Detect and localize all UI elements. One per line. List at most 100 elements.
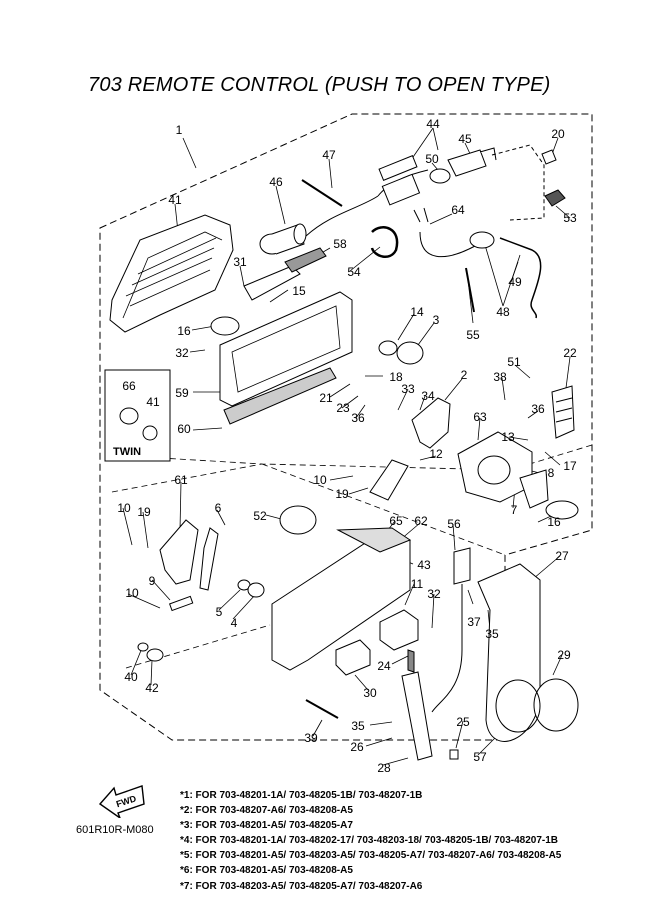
callout-61: 61 — [174, 473, 188, 487]
callout-31: 31 — [233, 255, 247, 269]
callout-50: 50 — [425, 152, 439, 166]
callout-41: 41 — [146, 395, 160, 409]
part-29-cap — [533, 678, 579, 732]
callout-30: 30 — [363, 686, 377, 700]
callout-34: 34 — [421, 389, 435, 403]
callout-13: 13 — [501, 430, 515, 444]
part-66-washer — [119, 407, 139, 425]
part-3-washer — [396, 341, 424, 365]
note-4: *4: FOR 703-48201-1A/ 703-48202-17/ 703-… — [180, 835, 559, 847]
part-16-grommet-a — [210, 316, 240, 336]
callout-48: 48 — [496, 305, 510, 319]
part-2-lever — [411, 397, 451, 449]
callout-46: 46 — [269, 175, 283, 189]
part-16-grommet-b — [545, 500, 579, 520]
part-14-washer — [378, 340, 398, 356]
model-notes: *1: FOR 703-48201-1A/ 703-48205-1B/ 703-… — [180, 788, 561, 894]
callout-10: 10 — [125, 586, 139, 600]
part-43-lid — [336, 527, 412, 553]
part-55-screw — [465, 267, 475, 313]
callout-7: 7 — [511, 503, 518, 517]
callout-32: 32 — [175, 346, 189, 360]
callout-60: 60 — [177, 422, 191, 436]
callout-3: 3 — [433, 313, 440, 327]
callout-6: 6 — [215, 501, 222, 515]
callout-21: 21 — [319, 391, 333, 405]
part-57-disc — [495, 679, 541, 733]
assembly-boundary — [99, 113, 593, 741]
part-59-base-plate — [219, 291, 353, 407]
callout-51: 51 — [507, 355, 521, 369]
callout-23: 23 — [336, 401, 350, 415]
callout-5: 5 — [216, 605, 223, 619]
callout-59: 59 — [175, 386, 189, 400]
part-64-switch — [469, 231, 495, 249]
part-42-washer — [146, 648, 164, 662]
part-53-cap — [544, 189, 566, 207]
callout-4: 4 — [231, 616, 238, 630]
note-5: *5: FOR 703-48201-A5/ 703-48203-A5/ 703-… — [180, 850, 562, 862]
callout-10: 10 — [313, 473, 327, 487]
part-64-wire — [419, 231, 476, 258]
parts — [109, 144, 579, 761]
part-6-bracket — [199, 527, 219, 591]
callout-43: 43 — [417, 558, 431, 572]
part-28-arm — [401, 671, 433, 761]
part-58-plate — [284, 247, 327, 273]
twin-label: TWIN — [113, 446, 141, 458]
callout-32: 32 — [427, 587, 441, 601]
part-41-cover — [109, 214, 234, 333]
callout-26: 26 — [350, 740, 364, 754]
callout-16: 16 — [547, 515, 561, 529]
part-25-cap — [449, 749, 459, 760]
part-63-housing — [457, 431, 533, 503]
callout-15: 15 — [292, 284, 306, 298]
callout-18: 18 — [389, 370, 403, 384]
part-47-rod — [301, 179, 343, 207]
callout-14: 14 — [410, 305, 424, 319]
callout-2: 2 — [461, 368, 468, 382]
callout-54: 54 — [347, 265, 361, 279]
callout-52: 52 — [253, 509, 267, 523]
callout-28: 28 — [377, 761, 391, 775]
subassembly-outline-lower — [111, 463, 506, 669]
part-9-pin — [168, 595, 194, 612]
callout-36: 36 — [351, 411, 365, 425]
part-15-bracket — [243, 265, 301, 301]
callout-35: 35 — [351, 719, 365, 733]
callout-27: 27 — [555, 549, 569, 563]
callout-39: 39 — [304, 731, 318, 745]
callout-25: 25 — [456, 715, 470, 729]
callout-12: 12 — [429, 447, 443, 461]
callout-10: 10 — [117, 501, 131, 515]
diagram-title: 703 REMOTE CONTROL (PUSH TO OPEN TYPE) — [88, 74, 551, 96]
callout-24: 24 — [377, 659, 391, 673]
part-22-spring — [551, 385, 575, 439]
callout-33: 33 — [401, 382, 415, 396]
callout-38: 38 — [493, 370, 507, 384]
callout-37: 37 — [467, 615, 481, 629]
fwd-arrow-icon: FWD — [98, 785, 145, 818]
part-panel-outline — [491, 144, 545, 221]
callout-65: 65 — [389, 514, 403, 528]
part-lever-12 — [369, 459, 409, 501]
part-56-switch — [453, 547, 471, 585]
callout-9: 9 — [149, 574, 156, 588]
callout-66: 66 — [122, 379, 136, 393]
callout-53: 53 — [563, 211, 577, 225]
part-40-nut — [137, 642, 149, 652]
note-6: *6: FOR 703-48201-A5/ 703-48208-A5 — [180, 865, 353, 877]
callout-16: 16 — [177, 324, 191, 338]
part-52-motor — [279, 505, 317, 535]
callout-47: 47 — [322, 148, 336, 162]
part-61-bracket — [159, 519, 199, 585]
callout-63: 63 — [473, 410, 487, 424]
part-45-key-switch — [429, 147, 497, 184]
callout-64: 64 — [451, 203, 465, 217]
callout-57: 57 — [473, 750, 487, 764]
callout-62: 62 — [414, 514, 428, 528]
callout-17: 17 — [563, 459, 577, 473]
diagram-code: 601R10R-M080 — [76, 824, 154, 836]
part-56-wire — [431, 584, 463, 713]
